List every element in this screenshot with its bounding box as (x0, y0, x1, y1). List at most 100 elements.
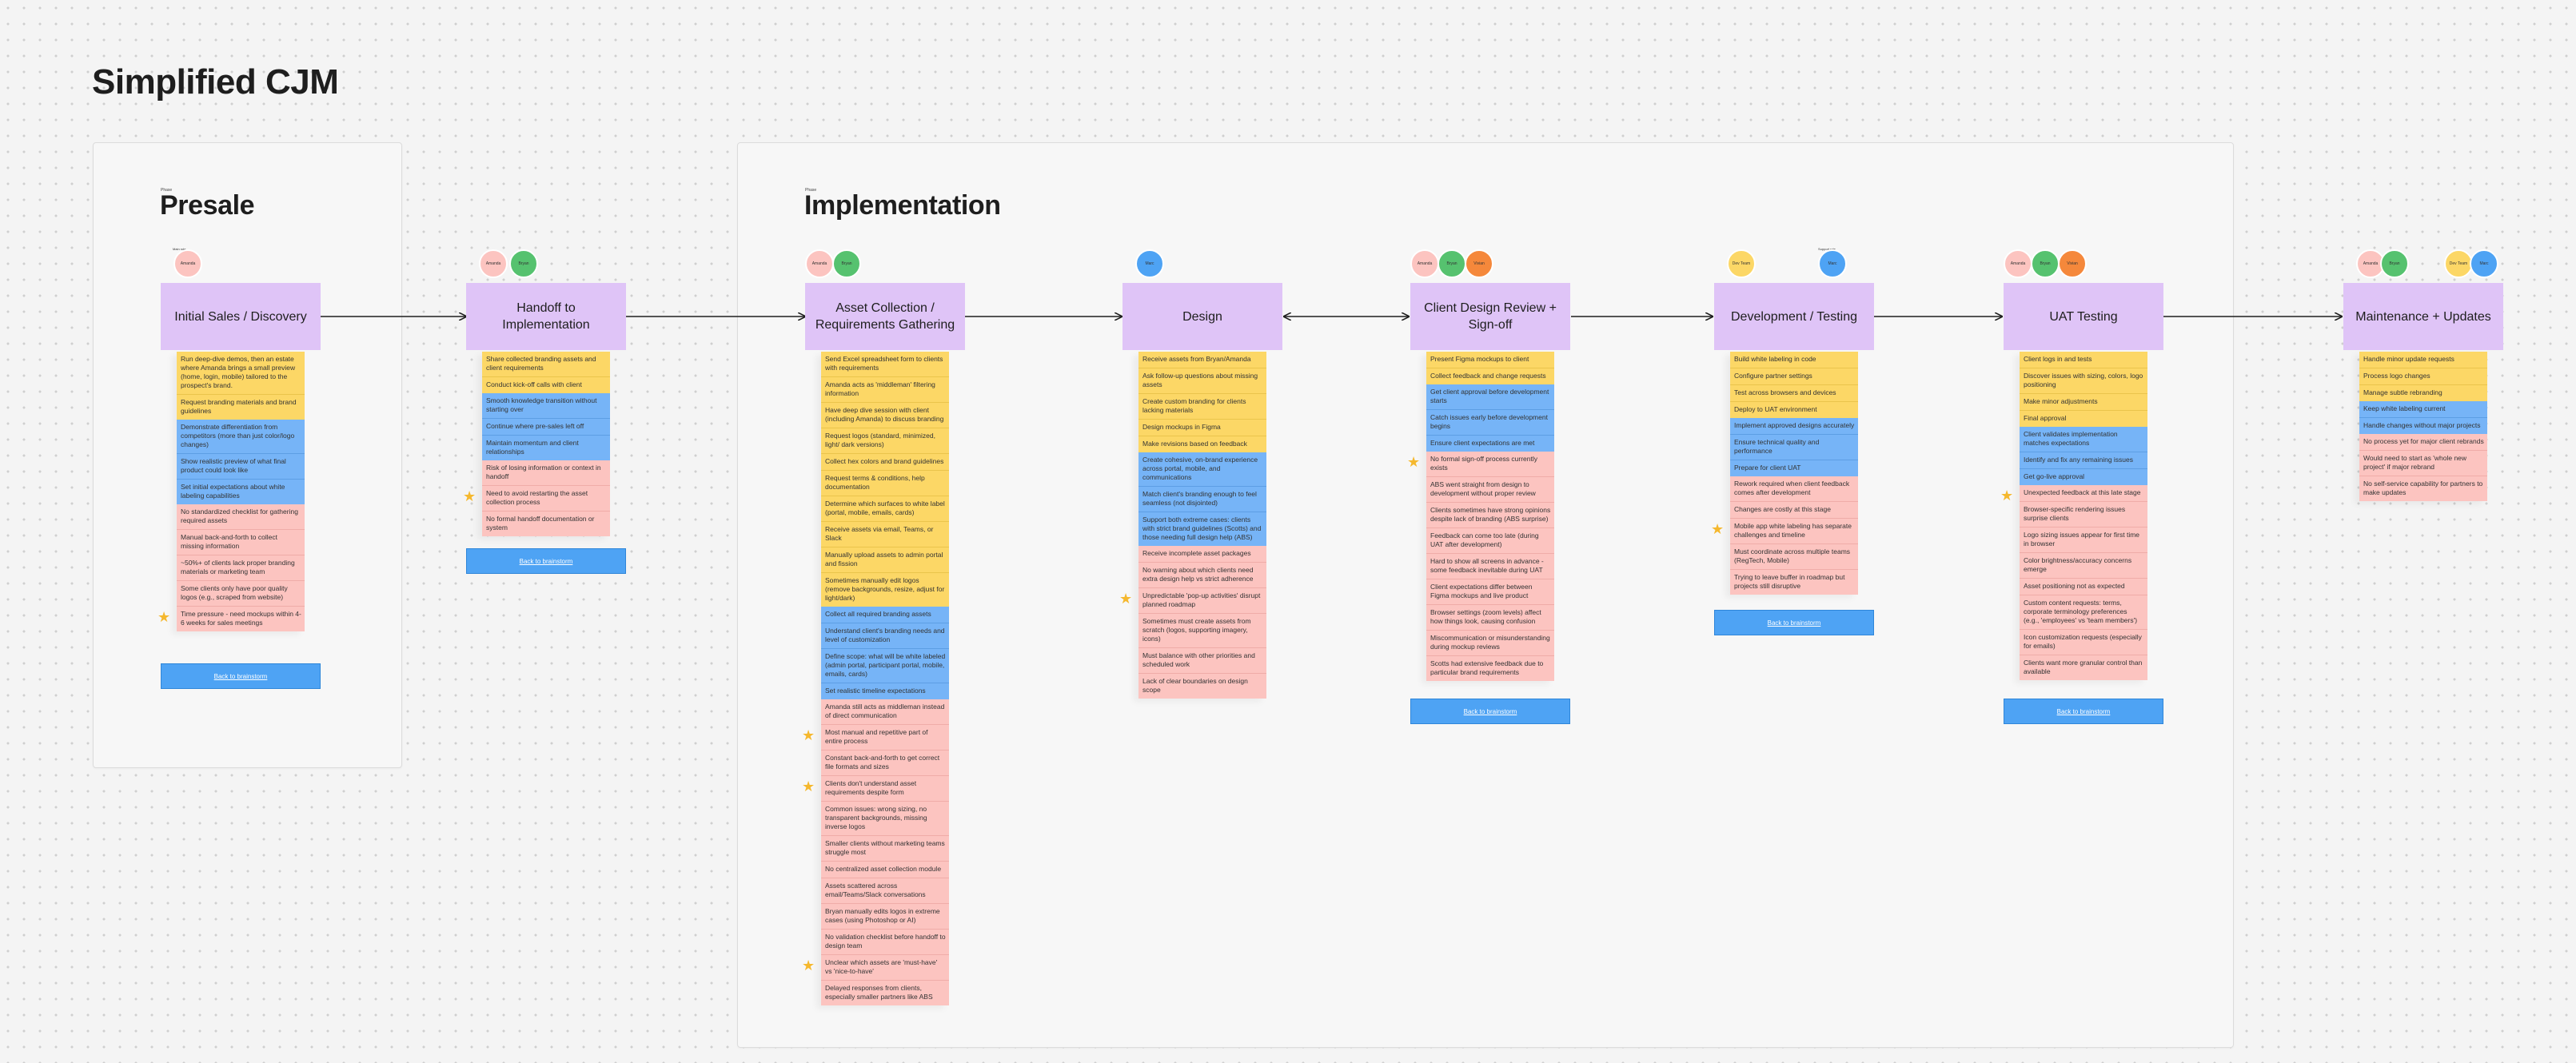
sticky-note: Miscommunication or misunderstanding dur… (1426, 630, 1554, 655)
sticky-note: Catch issues early before development be… (1426, 409, 1554, 435)
sticky-note: Scotts had extensive feedback due to par… (1426, 655, 1554, 681)
sticky-note: Manual back-and-forth to collect missing… (177, 529, 305, 555)
sticky-note: No formal handoff documentation or syste… (482, 511, 610, 536)
sticky-note: Rework required when client feedback com… (1730, 476, 1858, 501)
sticky-note: ~50%+ of clients lack proper branding ma… (177, 555, 305, 580)
sticky-note: Client logs in and tests (2020, 352, 2147, 368)
sticky-note: Receive assets from Bryan/Amanda (1138, 352, 1266, 368)
sticky-note: No self-service capability for partners … (2359, 476, 2487, 501)
stage-title-card: UAT Testing (2004, 283, 2163, 350)
sticky-note: Risk of losing information or context in… (482, 460, 610, 485)
sticky-note: Handle changes without major projects (2359, 417, 2487, 434)
sticky-note: Some clients only have poor quality logo… (177, 580, 305, 606)
avatar: Dev Team (2444, 249, 2473, 278)
avatar: Marc (1135, 249, 1164, 278)
sticky-note: Changes are costly at this stage (1730, 501, 1858, 518)
sticky-note: Sometimes manually edit logos (remove ba… (821, 572, 949, 607)
sticky-column: Build white labeling in code Configure p… (1711, 352, 1858, 595)
sticky-note: No validation checklist before handoff t… (821, 929, 949, 954)
sticky-note: Final approval (2020, 410, 2147, 427)
phase-caption: Phase (805, 188, 817, 193)
stage-title-card: Maintenance + Updates (2343, 283, 2503, 350)
avatar: Vivian (2058, 249, 2087, 278)
sticky-note: Trying to leave buffer in roadmap but pr… (1730, 569, 1858, 595)
sticky-note: Demonstrate differentiation from competi… (177, 420, 305, 453)
sticky-note: Manage subtle rebranding (2359, 384, 2487, 401)
sticky-note: Ensure client expectations are met (1426, 435, 1554, 452)
sticky-note: Design mockups in Figma (1138, 419, 1266, 436)
sticky-note: Asset positioning not as expected (2020, 578, 2147, 595)
sticky-note: Request terms & conditions, help documen… (821, 470, 949, 496)
sticky-note: Lack of clear boundaries on design scope (1138, 673, 1266, 699)
sticky-note: Understand client's branding needs and l… (821, 623, 949, 648)
sticky-note: ★Most manual and repetitive part of enti… (802, 724, 949, 750)
star-icon: ★ (1711, 521, 1725, 537)
sticky-note: No centralized asset collection module (821, 861, 949, 878)
back-to-brainstorm-button[interactable]: Back to brainstorm (1410, 699, 1570, 724)
sticky-note: ★Unclear which assets are 'must-have' vs… (802, 954, 949, 980)
sticky-note: Bryan manually edits logos in extreme ca… (821, 903, 949, 929)
sticky-note: Continue where pre-sales left off (482, 418, 610, 435)
sticky-note: Request logos (standard, minimized, ligh… (821, 428, 949, 453)
sticky-note: Constant back-and-forth to get correct f… (821, 750, 949, 775)
sticky-note: Collect hex colors and brand guidelines (821, 453, 949, 470)
avatar: Amanda (1410, 249, 1439, 278)
back-to-brainstorm-button[interactable]: Back to brainstorm (2004, 699, 2163, 724)
sticky-note: Share collected branding assets and clie… (482, 352, 610, 376)
star-icon: ★ (802, 957, 815, 973)
sticky-note: Show realistic preview of what final pro… (177, 453, 305, 479)
back-to-brainstorm-button[interactable]: Back to brainstorm (161, 663, 321, 689)
sticky-note: Maintain momentum and client relationshi… (482, 435, 610, 460)
sticky-note: Hard to show all screens in advance - so… (1426, 553, 1554, 579)
sticky-note: Deploy to UAT environment (1730, 401, 1858, 418)
sticky-note: Support both extreme cases: clients with… (1138, 512, 1266, 546)
star-icon: ★ (1119, 591, 1133, 607)
back-to-brainstorm-button[interactable]: Back to brainstorm (1714, 610, 1874, 635)
sticky-column: Run deep-dive demos, then an estate wher… (158, 352, 305, 631)
sticky-note: ★Clients don't understand asset requirem… (802, 775, 949, 801)
sticky-note: Client expectations differ between Figma… (1426, 579, 1554, 604)
stage-title-card: Asset Collection / Requirements Gatherin… (805, 283, 965, 350)
sticky-note: Keep white labeling current (2359, 401, 2487, 417)
phase-title-presale: Presale (160, 190, 255, 221)
sticky-note: Handle minor update requests (2359, 352, 2487, 368)
sticky-note: Determine which surfaces to white label … (821, 496, 949, 521)
sticky-column: Client logs in and tests Discover issues… (2000, 352, 2147, 680)
stage-title-card: Design (1123, 283, 1282, 350)
avatar: Marc (2470, 249, 2498, 278)
sticky-note: Define scope: what will be white labeled… (821, 648, 949, 683)
sticky-note: Receive incomplete asset packages (1138, 546, 1266, 562)
sticky-note: Browser-specific rendering issues surpri… (2020, 501, 2147, 527)
sticky-note: Match client's branding enough to feel s… (1138, 486, 1266, 512)
sticky-note: Prepare for client UAT (1730, 460, 1858, 476)
stage-title-card: Initial Sales / Discovery (161, 283, 321, 350)
sticky-note: Request branding materials and brand gui… (177, 394, 305, 420)
sticky-note: No process yet for major client rebrands (2359, 434, 2487, 450)
sticky-note: Get client approval before development s… (1426, 384, 1554, 409)
sticky-note: Smaller clients without marketing teams … (821, 835, 949, 861)
sticky-note: Get go-live approval (2020, 468, 2147, 485)
avatar: Amanda (479, 249, 508, 278)
sticky-note: Logo sizing issues appear for first time… (2020, 527, 2147, 552)
sticky-note: Client validates implementation matches … (2020, 427, 2147, 452)
avatar: Bryan (1438, 249, 1466, 278)
avatar: Amanda (173, 249, 202, 278)
sticky-note: Would need to start as 'whole new projec… (2359, 450, 2487, 476)
sticky-note: Create custom branding for clients lacki… (1138, 393, 1266, 419)
sticky-note: ABS went straight from design to develop… (1426, 476, 1554, 502)
star-icon: ★ (2000, 488, 2014, 504)
sticky-note: Manually upload assets to admin portal a… (821, 547, 949, 572)
sticky-note: Send Excel spreadsheet form to clients w… (821, 352, 949, 376)
sticky-note: Have deep dive session with client (incl… (821, 402, 949, 428)
sticky-note: Ensure technical quality and performance (1730, 434, 1858, 460)
sticky-column: Share collected branding assets and clie… (463, 352, 610, 536)
sticky-note: Feedback can come too late (during UAT a… (1426, 528, 1554, 553)
sticky-note: Sometimes must create assets from scratc… (1138, 613, 1266, 647)
sticky-note: Icon customization requests (especially … (2020, 629, 2147, 655)
avatar: Amanda (2004, 249, 2032, 278)
back-to-brainstorm-button[interactable]: Back to brainstorm (466, 548, 626, 574)
sticky-note: Set initial expectations about white lab… (177, 479, 305, 504)
sticky-note: ★No formal sign-off process currently ex… (1407, 452, 1554, 476)
phase-caption: Phase (161, 188, 173, 193)
sticky-note: Amanda still acts as middleman instead o… (821, 699, 949, 724)
